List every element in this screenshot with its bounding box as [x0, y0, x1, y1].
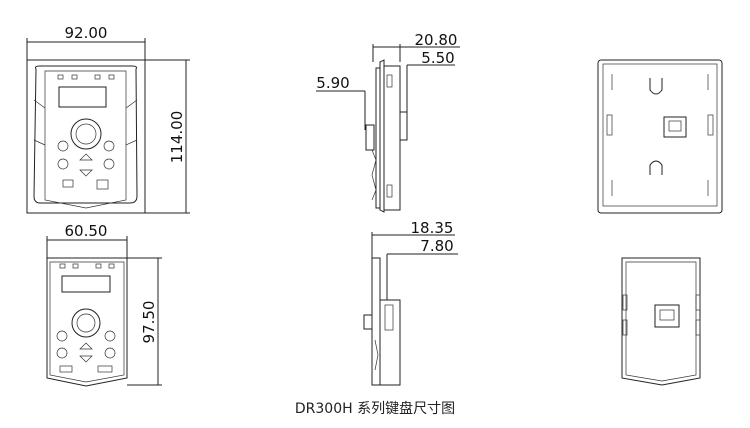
small-front-height-dim: 97.50 — [140, 301, 158, 344]
large-side-offset-left-dim: 5.90 — [316, 74, 349, 92]
small-front-view: 60.50 97.50 — [46, 222, 162, 387]
small-back-view — [621, 257, 701, 386]
small-front-width-dim: 60.50 — [65, 222, 108, 240]
large-front-view: 92.00 114.00 — [26, 24, 190, 214]
drawing-caption: DR300H 系列键盘尺寸图 — [294, 401, 456, 417]
large-back-view — [597, 59, 723, 214]
large-front-height-dim: 114.00 — [168, 111, 186, 164]
small-side-offset-right-dim: 7.80 — [420, 237, 453, 255]
small-side-depth-dim: 18.35 — [411, 219, 454, 237]
small-side-view: 18.35 7.80 — [363, 219, 458, 386]
large-side-view: 20.80 5.50 5.90 — [316, 31, 460, 213]
large-side-offset-right-dim: 5.50 — [421, 49, 454, 67]
large-front-width-dim: 92.00 — [65, 24, 108, 42]
large-side-depth-dim: 20.80 — [415, 31, 458, 49]
